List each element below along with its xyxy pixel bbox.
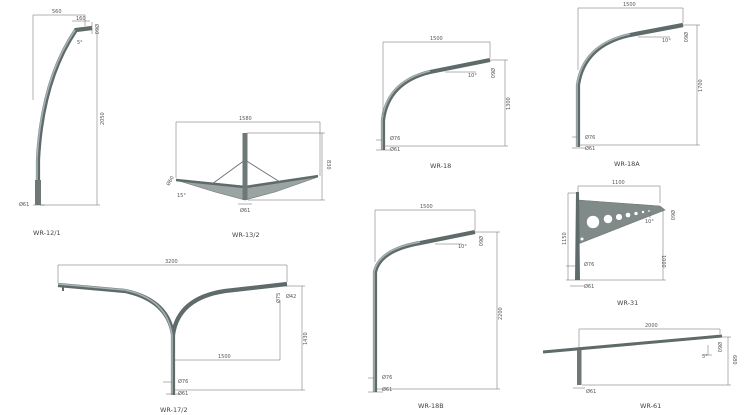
dim-width: 1500 <box>430 36 443 42</box>
dim-pole: Ø76 <box>390 135 400 142</box>
dim-head: Ø60 <box>682 32 689 42</box>
model-label: WR-17/2 <box>160 406 188 414</box>
dim-height: 1300 <box>506 97 512 110</box>
model-label: WR-31 <box>617 299 638 307</box>
drawing-wr-12-1: 560 160 Ø60 5° 2050 Ø61 WR-12/1 <box>19 9 106 237</box>
dim-angle: 5° <box>77 40 83 46</box>
pole-shape <box>242 133 248 200</box>
dim-height: 1150 <box>562 232 568 245</box>
dim-reach: 1000 <box>660 255 666 268</box>
dim-base: Ø61 <box>240 207 250 214</box>
dim-head: Ø60 <box>93 24 100 34</box>
model-label: WR-18A <box>614 160 640 168</box>
dim-base: Ø61 <box>585 145 595 152</box>
dim-pole: Ø76 <box>178 378 188 385</box>
model-label: WR-12/1 <box>33 229 61 237</box>
dim-height: 2050 <box>100 112 106 125</box>
drawing-wr-31: 1100 1150 10° Ø60 1000 Ø76 Ø61 WR-31 <box>562 180 676 307</box>
dim-head: Ø60 <box>165 175 176 187</box>
dim-width: 3200 <box>165 259 178 265</box>
model-label: WR-18B <box>418 402 444 410</box>
dim-base: Ø61 <box>584 283 594 290</box>
dim-base: Ø61 <box>390 146 400 153</box>
pole-base <box>35 180 41 205</box>
dim-angle: 10° <box>645 219 654 225</box>
dim-head: Ø60 <box>716 342 723 352</box>
dim-base: Ø61 <box>586 388 596 395</box>
dim-width: 1500 <box>420 204 433 210</box>
pole-shape <box>372 229 476 392</box>
pole-shape <box>575 192 580 280</box>
dimension-lines <box>32 14 100 206</box>
dim-head: Ø60 <box>669 210 676 220</box>
dim-pole: Ø76 <box>584 261 594 268</box>
drawing-wr-61: 2000 5° Ø60 680 Ø61 WR-61 <box>542 323 737 410</box>
dim-head: Ø75 <box>275 293 282 303</box>
drawing-wr-17-2: 3200 Ø75 Ø42 1430 1500 Ø76 Ø61 WR-17/2 <box>57 259 309 414</box>
drawing-wr-18: 1500 10° Ø60 1300 Ø76 Ø61 WR-18 <box>376 36 512 170</box>
bracket-holes <box>580 209 651 241</box>
model-label: WR-18 <box>430 162 451 170</box>
dim-pole: Ø76 <box>382 374 392 381</box>
dim-width: 1500 <box>623 2 636 8</box>
dim-arm: 160 <box>76 16 86 22</box>
pole-shape <box>380 57 491 150</box>
arm-shape <box>542 334 723 354</box>
pole-shape <box>577 350 582 385</box>
dim-height: 680 <box>731 355 737 365</box>
drawing-wr-18a: 1500 10° Ø60 1700 Ø76 Ø61 WR-18A <box>572 2 704 168</box>
dim-base: Ø61 <box>19 201 29 208</box>
dim-head: Ø60 <box>489 68 496 78</box>
dim-reach: 1500 <box>218 354 231 360</box>
dim-pole: Ø76 <box>585 134 595 141</box>
pole-shape-right <box>170 281 288 336</box>
dim-angle: 10° <box>468 73 477 79</box>
dim-width: 1580 <box>239 116 252 122</box>
pole-shape <box>575 22 684 147</box>
dim-width: 1100 <box>612 180 625 186</box>
dim-base: Ø61 <box>382 386 392 393</box>
dim-width: 2000 <box>645 323 658 329</box>
dim-tip: Ø42 <box>286 293 296 300</box>
pole-shape <box>35 25 93 205</box>
pole-shape-left <box>57 282 176 395</box>
dim-angle: 5° <box>702 354 708 360</box>
dim-height: 830 <box>325 160 331 170</box>
dim-width: 560 <box>52 9 62 15</box>
dim-angle: 10° <box>662 38 671 44</box>
model-label: WR-61 <box>640 402 661 410</box>
drawing-wr-18b: 1500 10° Ø60 2200 Ø76 Ø61 WR-18B <box>368 204 504 410</box>
dim-height: 1430 <box>303 332 309 345</box>
dim-height: 2200 <box>498 307 504 320</box>
dim-head: Ø60 <box>477 236 484 246</box>
dim-angle: 15° <box>177 193 186 199</box>
dim-base: Ø61 <box>178 390 188 397</box>
dim-height: 1700 <box>698 79 704 92</box>
dim-angle: 10° <box>458 244 467 250</box>
model-label: WR-13/2 <box>232 231 260 239</box>
drawing-wr-13-2: 1580 830 Ø60 15° Ø61 WR-13/2 <box>165 116 331 239</box>
